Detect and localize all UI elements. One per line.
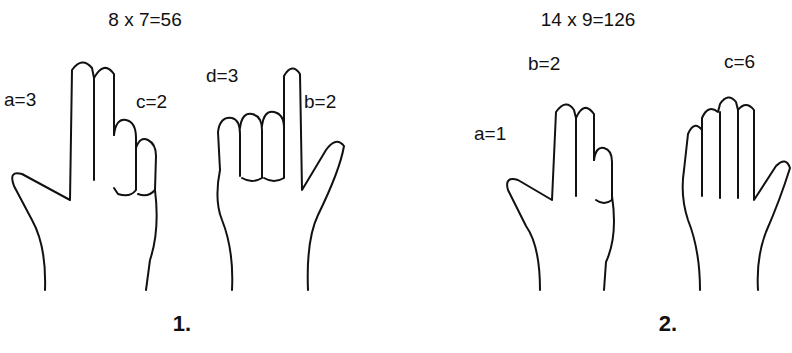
finger-line [93,78,95,180]
folded-finger [240,114,262,181]
finger-count: c=2 [136,92,167,113]
finger-line [575,118,577,196]
finger-count: b=2 [304,92,336,113]
hand-outline [604,196,614,290]
equation: 8 x 7=56 [108,10,181,31]
folded-finger [136,139,156,195]
finger-count: a=1 [474,124,506,145]
hand-outline [217,170,232,290]
equation: 14 x 9=126 [541,10,636,31]
finger-count: b=2 [528,54,560,75]
hand-outline [683,97,790,290]
finger-line [719,112,721,198]
folded-finger [262,112,284,181]
figure-number: 2. [659,312,677,336]
finger-count: d=3 [206,66,238,87]
folded-finger [594,148,612,203]
finger-line [737,110,739,198]
folded-finger [114,120,136,196]
hand-outline [284,68,344,290]
hand-outline [146,190,157,290]
folded-finger [218,118,240,176]
finger-count: a=3 [4,90,36,111]
figure-number: 1. [173,312,191,336]
finger-line [701,130,703,196]
hand-outline [507,104,594,290]
finger-count: c=6 [724,52,755,73]
